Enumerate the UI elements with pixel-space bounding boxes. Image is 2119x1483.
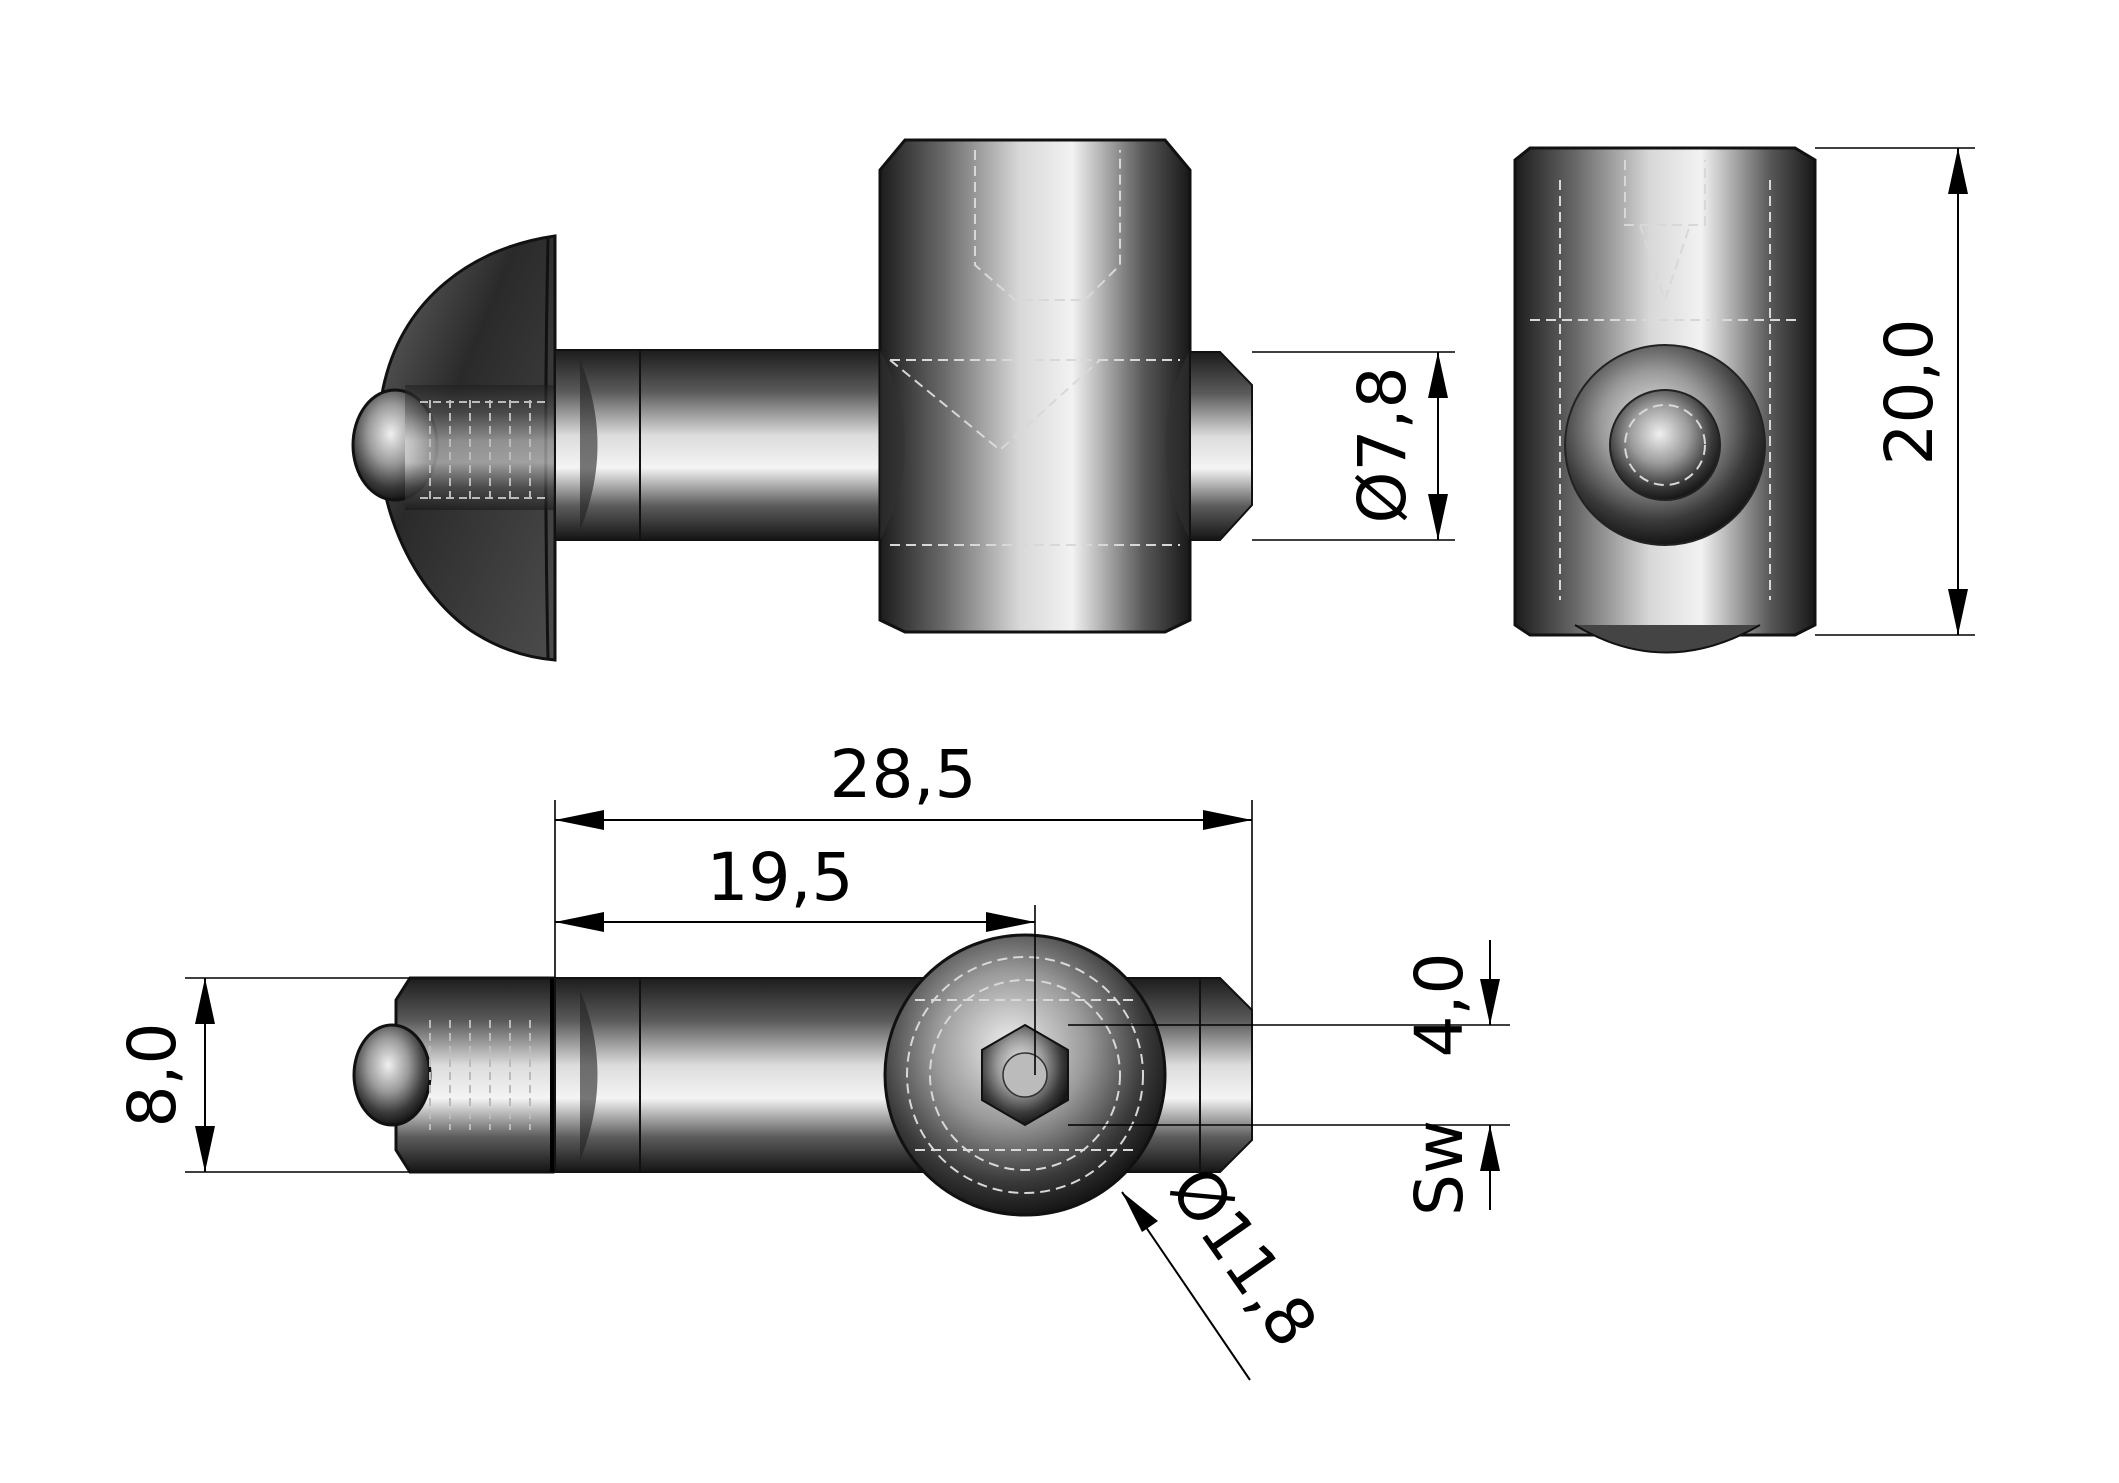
dim-text-sw: Sw xyxy=(1401,1120,1478,1216)
dim-text-dia-11-8: Ø11,8 xyxy=(1155,1154,1332,1361)
view-top xyxy=(352,933,1253,1217)
ball-tip-top xyxy=(352,1023,432,1127)
dim-text-8-0: 8,0 xyxy=(114,1023,191,1128)
dim-text-dia-7-8: Ø7,8 xyxy=(1344,367,1421,524)
dim-height-8: 8,0 xyxy=(114,977,410,1173)
shaft-tip xyxy=(1189,351,1253,541)
dim-dia-7-8: Ø7,8 xyxy=(1252,351,1455,541)
spring-coils xyxy=(420,400,550,500)
dim-text-20-0: 20,0 xyxy=(1871,319,1948,466)
cylinder-nut xyxy=(878,138,1192,634)
dim-height-20: 20,0 xyxy=(1815,147,1975,636)
dim-text-19-5: 19,5 xyxy=(707,839,854,916)
spring-housing xyxy=(405,385,555,510)
dim-length-28-5: 28,5 xyxy=(554,736,1253,1010)
hidden-lines-side xyxy=(889,150,1180,546)
shaft xyxy=(639,349,911,541)
dim-length-19-5: 19,5 xyxy=(555,839,1036,1075)
dim-dia-11-8: Ø11,8 xyxy=(1121,1154,1332,1381)
view-side-top xyxy=(351,138,1253,662)
view-end xyxy=(1513,146,1817,654)
end-bore-inner xyxy=(1609,389,1721,501)
dim-sw-4: Sw 4,0 xyxy=(1068,940,1510,1216)
dim-text-sw-4-0: 4,0 xyxy=(1401,953,1478,1058)
dim-text-28-5: 28,5 xyxy=(830,736,977,813)
